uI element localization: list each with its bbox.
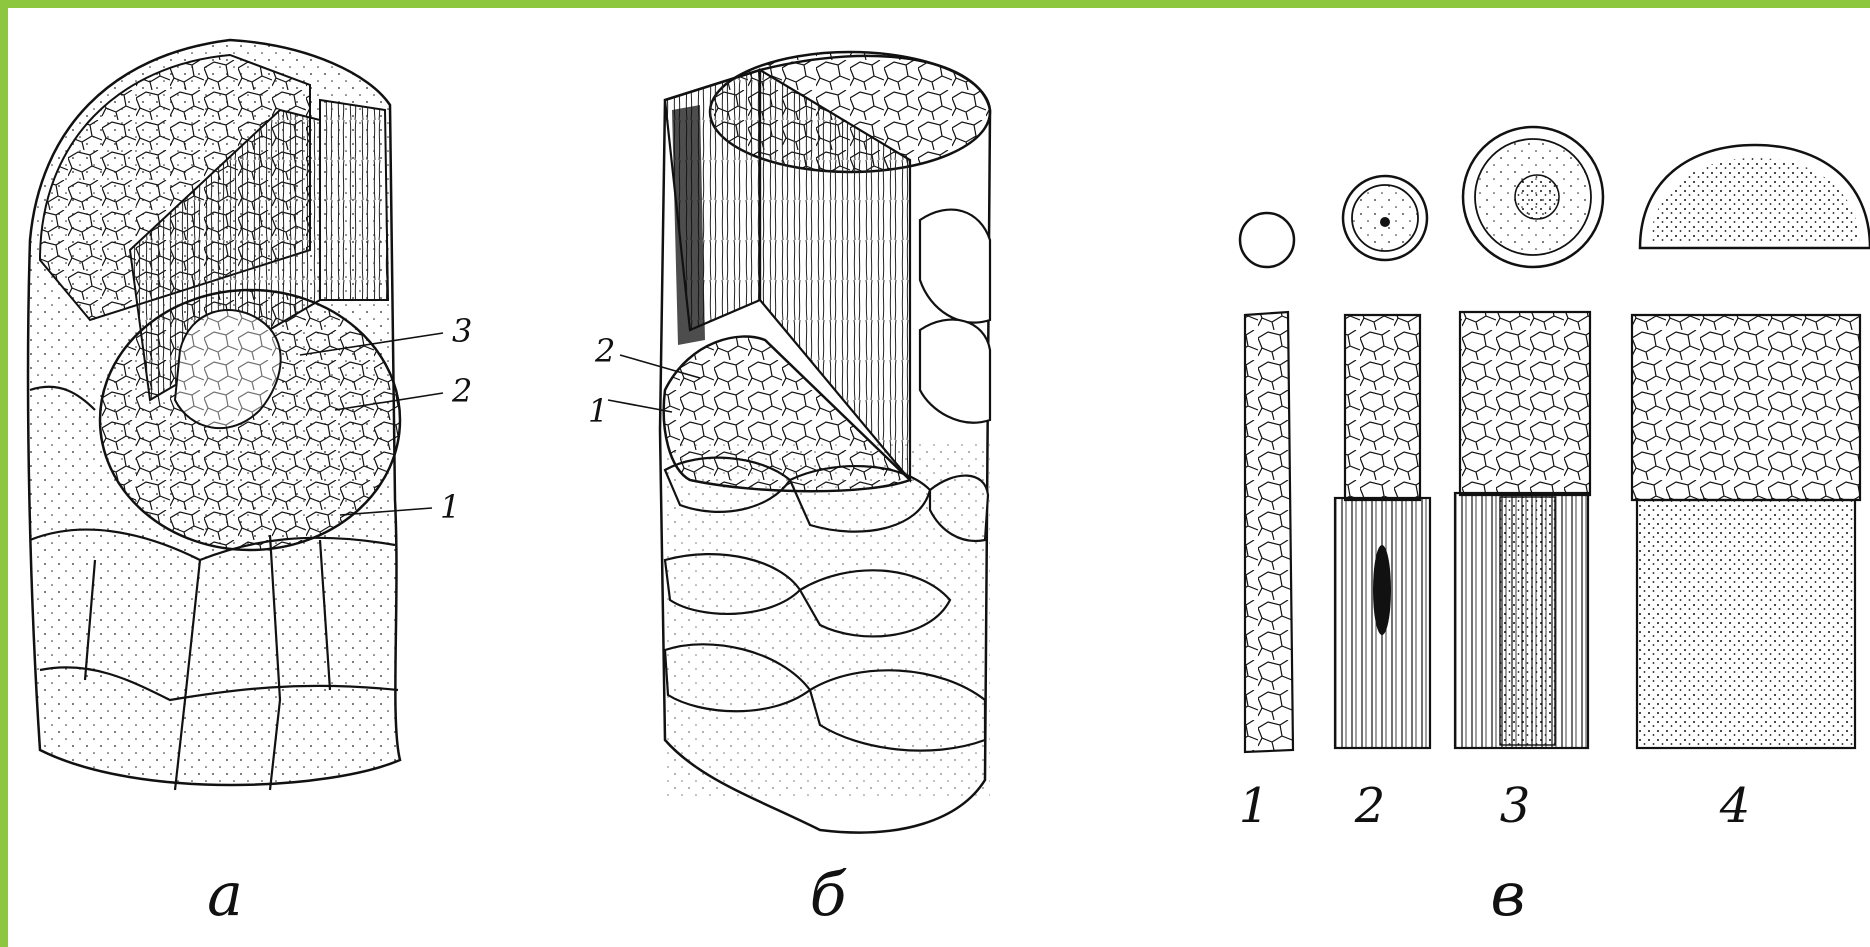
cross-section-3 bbox=[1463, 127, 1603, 267]
panel-a-caption: а bbox=[207, 860, 243, 930]
panel-v-illustration: 1 2 3 4 bbox=[1239, 127, 1870, 834]
longitudinal-view-2 bbox=[1335, 315, 1430, 748]
panel-a-label-2: 2 bbox=[451, 372, 472, 410]
panel-b-caption: б bbox=[810, 860, 847, 930]
cross-section-4 bbox=[1640, 145, 1870, 248]
panel-a-illustration: 3 2 1 bbox=[28, 40, 472, 790]
longitudinal-view-1 bbox=[1245, 312, 1293, 752]
panel-a-label-1: 1 bbox=[440, 488, 460, 526]
panel-v-label-4: 4 bbox=[1719, 778, 1751, 834]
panel-v-caption: в bbox=[1491, 860, 1526, 930]
panel-v-label-3: 3 bbox=[1500, 778, 1531, 834]
panel-b-illustration: 2 1 bbox=[588, 52, 990, 833]
longitudinal-view-4 bbox=[1632, 315, 1860, 748]
longitudinal-view-3 bbox=[1455, 312, 1590, 748]
panel-a-label-3: 3 bbox=[452, 312, 472, 350]
panel-v-label-1: 1 bbox=[1239, 778, 1270, 834]
panel-b-label-2: 2 bbox=[594, 332, 615, 370]
cross-section-2 bbox=[1343, 176, 1427, 260]
panel-v-label-2: 2 bbox=[1354, 778, 1386, 834]
panel-b-label-1: 1 bbox=[588, 392, 608, 430]
cross-section-1 bbox=[1240, 213, 1294, 267]
